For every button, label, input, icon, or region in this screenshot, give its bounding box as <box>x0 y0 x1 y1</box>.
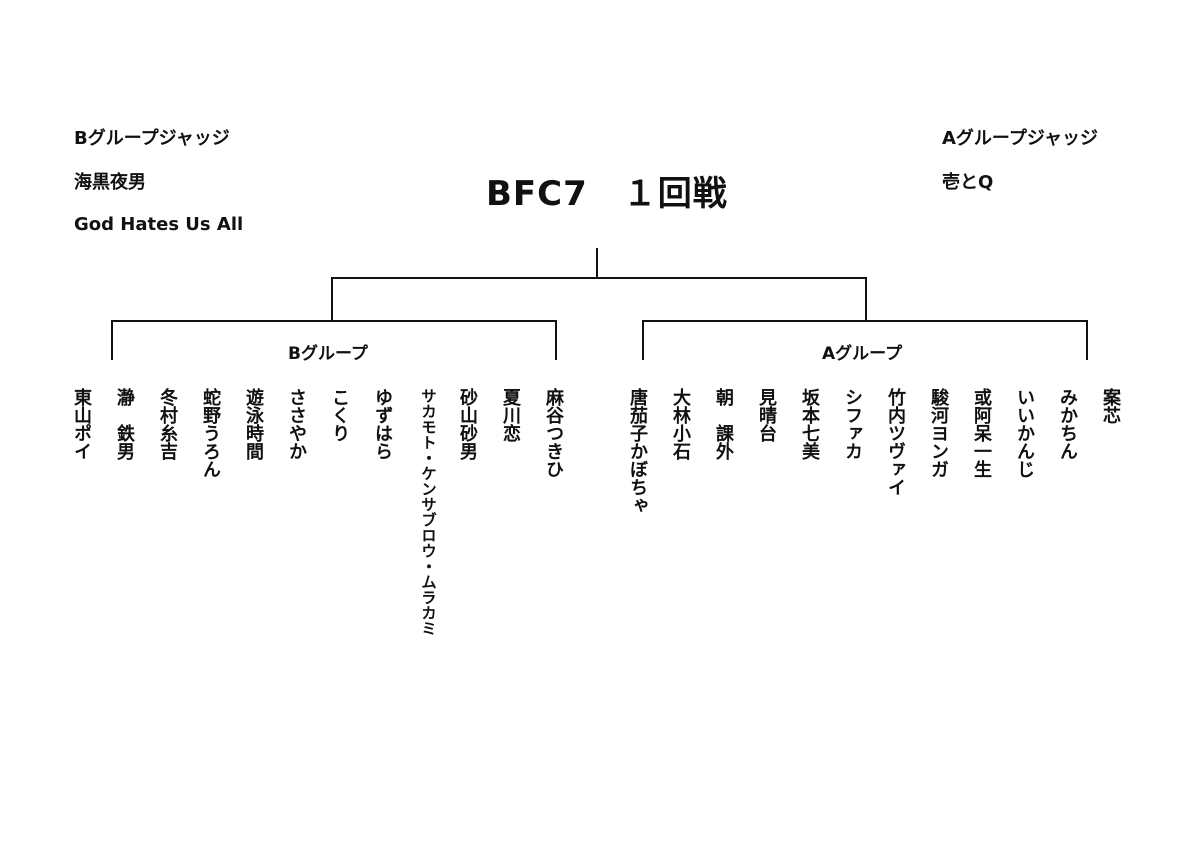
b-participant: 瀞 鉄男 <box>114 388 135 460</box>
b-participant: 冬村糸吉 <box>157 388 178 460</box>
b-group-judge-name-1: 海黒夜男 <box>74 172 146 193</box>
a-participant: みかちん <box>1057 388 1078 460</box>
a-group-judge-heading: Aグループジャッジ <box>942 128 1098 149</box>
bracket-a-left-leg <box>642 320 644 360</box>
b-participant: 遊泳時間 <box>243 388 264 460</box>
a-participant: 見晴台 <box>756 388 777 442</box>
bracket-b-left-leg <box>111 320 113 360</box>
bracket-a-stem <box>865 277 867 321</box>
b-participant: こくり <box>329 388 350 442</box>
a-participant: 或阿呆一生 <box>971 388 992 478</box>
a-participant: 朝 課外 <box>713 388 734 460</box>
b-participant: 麻谷つきひ <box>543 388 564 478</box>
bracket-root-stem <box>596 248 598 278</box>
a-participant: 駿河ヨンガ <box>928 388 949 478</box>
page-title: BFC7 １回戦 <box>486 174 728 214</box>
a-participant: 唐茄子かぼちゃ <box>627 388 648 514</box>
b-participant: 夏川恋 <box>500 388 521 442</box>
a-participant: いいかんじ <box>1014 388 1035 478</box>
b-participant: 東山ポイ <box>71 388 92 460</box>
bracket-a-right-leg <box>1086 320 1088 360</box>
a-group-judge-name-1: 壱とQ <box>942 172 994 193</box>
b-group-judge-name-2: God Hates Us All <box>74 214 244 235</box>
a-participant: 坂本七美 <box>799 388 820 460</box>
b-group-judge-heading: Bグループジャッジ <box>74 128 230 149</box>
b-participant: ゆずはら <box>372 388 393 460</box>
b-participant: ささやか <box>286 388 307 460</box>
bracket-b-bar <box>111 320 557 322</box>
a-participant: シファカ <box>842 388 863 460</box>
b-participant: 砂山砂男 <box>457 388 478 460</box>
bracket-a-bar <box>642 320 1088 322</box>
a-participant: 竹内ツヴァイ <box>885 388 906 496</box>
bracket-b-right-leg <box>555 320 557 360</box>
b-participant: 蛇野うろん <box>200 388 221 478</box>
a-group-label: Aグループ <box>822 344 903 364</box>
a-participant: 大林小石 <box>670 388 691 460</box>
a-participant: 案芯 <box>1100 388 1121 424</box>
bracket-root-bar <box>331 277 867 279</box>
b-group-label: Bグループ <box>288 344 368 364</box>
bracket-b-stem <box>331 277 333 321</box>
b-participant: サカモト・ケンサブロウ・ムラカミ <box>419 388 437 636</box>
